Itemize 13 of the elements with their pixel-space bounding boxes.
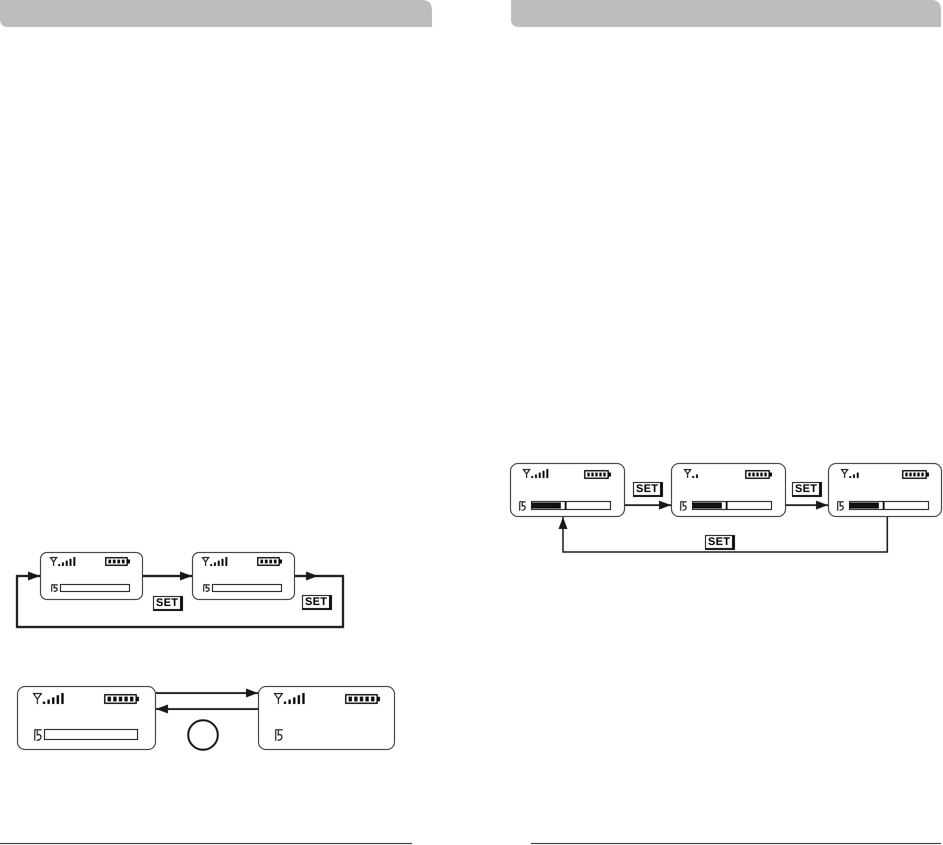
key-label: SET xyxy=(705,535,736,550)
lcd-screen xyxy=(828,463,942,517)
key-label: SET xyxy=(792,482,822,497)
lcd-screen xyxy=(192,552,295,600)
key-label: SET xyxy=(633,482,664,497)
lcd-screen xyxy=(510,463,625,517)
key-label: SET xyxy=(302,595,332,610)
lcd-screen xyxy=(258,686,395,750)
lcd-screen xyxy=(40,552,143,600)
lcd-screen xyxy=(671,463,786,517)
circle-symbol xyxy=(187,719,219,751)
key-label: SET xyxy=(153,596,184,611)
lcd-screen xyxy=(17,686,156,750)
